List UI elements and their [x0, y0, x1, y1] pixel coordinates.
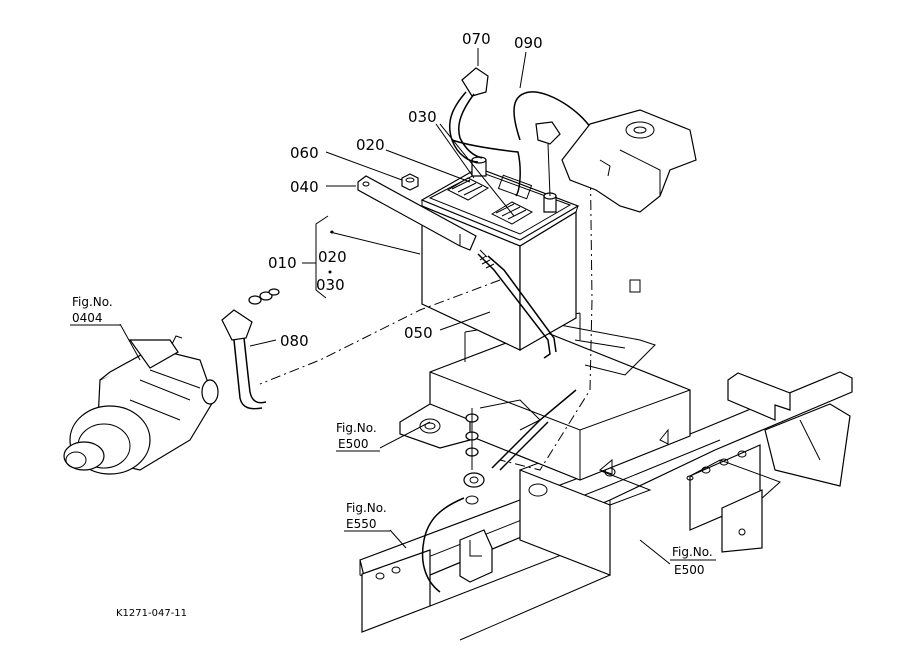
frame-ground-cable [421, 495, 493, 593]
part-label-010: 010 [268, 254, 297, 272]
part-label-070: 070 [462, 30, 491, 48]
bracket-plate [399, 399, 541, 449]
fig-ref-frame-right-label: Fig.No. [672, 545, 713, 559]
ground-strap [463, 389, 577, 488]
starter-cable [221, 288, 280, 410]
relay-cable [499, 91, 593, 471]
fig-ref-starter-number: 0404 [72, 311, 103, 325]
relay-bracket [561, 109, 697, 293]
drawing-code: K1271-047-11 [116, 608, 187, 619]
part-label-090: 090 [514, 34, 543, 52]
part-label-030-top: 030 [408, 108, 437, 126]
part-label-050: 050 [404, 324, 433, 342]
ground-cable-route [259, 279, 501, 385]
part-label-060: 060 [290, 144, 319, 162]
fig-ref-frame-left-label: Fig.No. [346, 501, 387, 515]
fig-ref-frame-right-number: E500 [674, 563, 705, 577]
battery [420, 156, 580, 352]
leader-lines [119, 48, 671, 565]
part-label-080: 080 [280, 332, 309, 350]
fig-ref-starter-label: Fig.No. [72, 295, 113, 309]
nut [401, 173, 419, 191]
terminal-route [479, 249, 491, 261]
hold-down-bar [357, 175, 477, 251]
part-label-020-top: 020 [356, 136, 385, 154]
fig-ref-bracket-label: Fig.No. [336, 421, 377, 435]
fig-ref-bracket-number: E500 [338, 437, 369, 451]
fig-ref-frame-left-number: E550 [346, 517, 377, 531]
hold-down-rod [477, 253, 557, 359]
starter-motor [63, 335, 219, 475]
part-label-020-group: 020 [318, 248, 347, 266]
positive-cable [448, 67, 521, 197]
part-label-040: 040 [290, 178, 319, 196]
part-label-030-group: 030 [316, 276, 345, 294]
